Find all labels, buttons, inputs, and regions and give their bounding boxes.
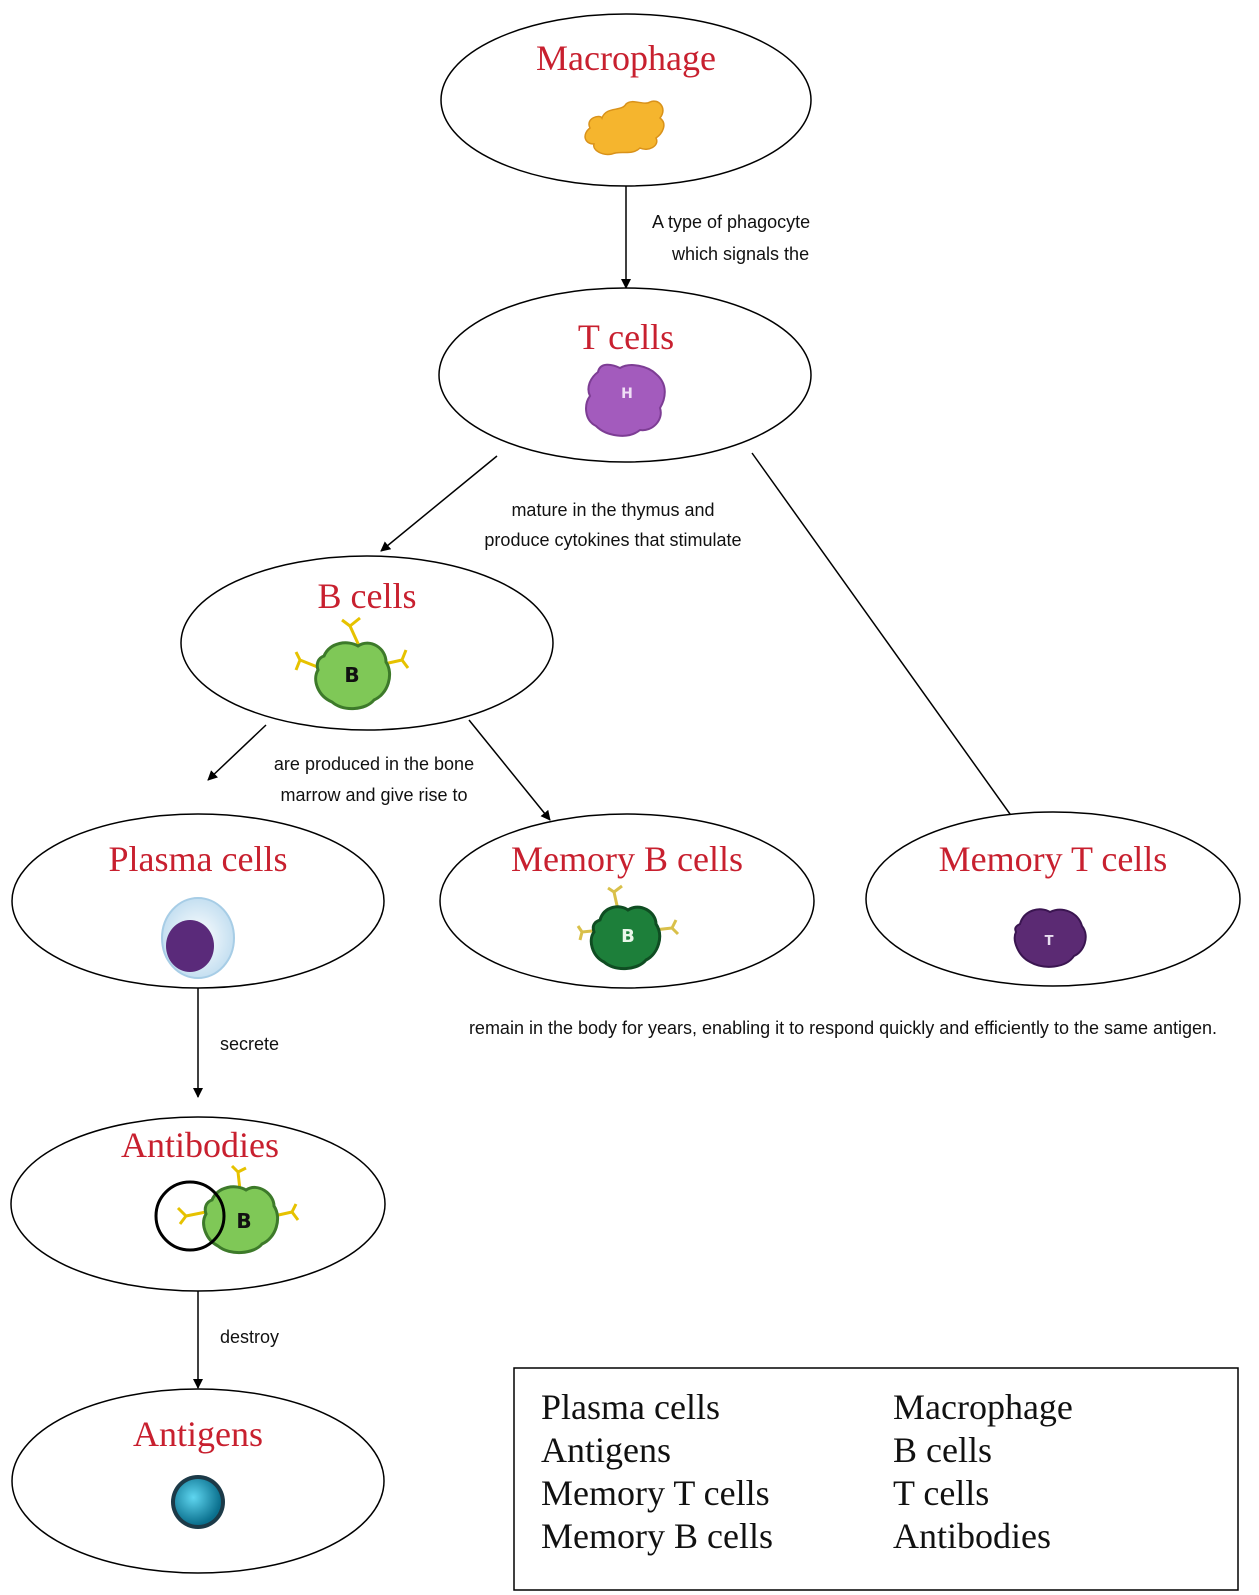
- word-bank-left-3: Memory T cells: [541, 1473, 770, 1513]
- word-bank-right-1: Macrophage: [893, 1387, 1073, 1427]
- word-bank-border: [513, 1367, 1239, 1591]
- edge-label-t-cells-line-1: mature in the thymus and: [511, 500, 714, 520]
- word-bank-right-3: T cells: [893, 1473, 989, 1513]
- arrow-t-cells-to-b-cells: [380, 455, 498, 552]
- antibody-highlight-circle: [154, 1180, 226, 1252]
- b-cell-icon: B: [294, 616, 410, 710]
- antigen-icon: [171, 1475, 225, 1529]
- node-title-antibodies: Antibodies: [121, 1125, 279, 1165]
- helper-t-cell-letter: H: [621, 386, 633, 402]
- node-title-macrophage: Macrophage: [536, 38, 716, 78]
- arrow-b-cells-to-memory-b-cells: [468, 719, 551, 821]
- memory-t-cell-letter: T: [1045, 934, 1054, 949]
- word-bank-right-4: Antibodies: [893, 1516, 1051, 1556]
- word-bank: Plasma cells Antigens Memory T cells Mem…: [513, 1367, 1239, 1591]
- b-cell-letter: B: [344, 663, 359, 687]
- edge-label-destroy: destroy: [220, 1327, 279, 1347]
- node-title-plasma-cells: Plasma cells: [109, 839, 288, 879]
- node-b-cells: B cells B: [180, 555, 554, 731]
- node-macrophage: Macrophage: [440, 13, 812, 187]
- arrow-t-cells-to-memory-t-cells: [751, 452, 1031, 843]
- edge-label-secrete: secrete: [220, 1034, 279, 1054]
- edge-label-memory-note: remain in the body for years, enabling i…: [469, 1018, 1217, 1038]
- word-bank-right-2: B cells: [893, 1430, 992, 1470]
- word-bank-left-2: Antigens: [541, 1430, 671, 1470]
- plasma-cell-icon: [161, 897, 235, 979]
- node-title-memory-t-cells: Memory T cells: [939, 839, 1168, 879]
- memory-t-cell-icon: T: [1013, 908, 1087, 968]
- node-t-cells: T cells H: [438, 287, 812, 463]
- node-title-b-cells: B cells: [318, 576, 417, 616]
- node-antibodies: Antibodies B: [10, 1116, 386, 1292]
- edge-label-b-cells-line-1: are produced in the bone: [274, 754, 474, 774]
- node-plasma-cells: Plasma cells: [11, 813, 385, 989]
- macrophage-cell-icon: [584, 100, 665, 156]
- word-bank-left-4: Memory B cells: [541, 1516, 773, 1556]
- antibody-b-cell-icon: B: [154, 1164, 300, 1254]
- node-title-antigens: Antigens: [133, 1414, 263, 1454]
- edge-label-b-cells-line-2: marrow and give rise to: [280, 785, 467, 805]
- helper-t-cell-icon: [585, 363, 666, 437]
- node-antigens: Antigens: [11, 1388, 385, 1574]
- edge-label-t-cells-line-2: produce cytokines that stimulate: [484, 530, 741, 550]
- node-memory-t-cells: Memory T cells T: [865, 811, 1241, 987]
- edge-label-macrophage-line-1: A type of phagocyte: [652, 212, 810, 232]
- antibody-b-cell-letter: B: [236, 1209, 251, 1233]
- memory-b-cell-icon: B: [576, 884, 680, 970]
- arrow-b-cells-to-plasma-cells: [207, 724, 267, 781]
- memory-b-cell-letter: B: [621, 926, 635, 947]
- node-memory-b-cells: Memory B cells B: [439, 813, 815, 989]
- edge-label-macrophage-line-2: which signals the: [671, 244, 809, 264]
- node-title-t-cells: T cells: [578, 317, 674, 357]
- node-title-memory-b-cells: Memory B cells: [511, 839, 743, 879]
- word-bank-left-1: Plasma cells: [541, 1387, 720, 1427]
